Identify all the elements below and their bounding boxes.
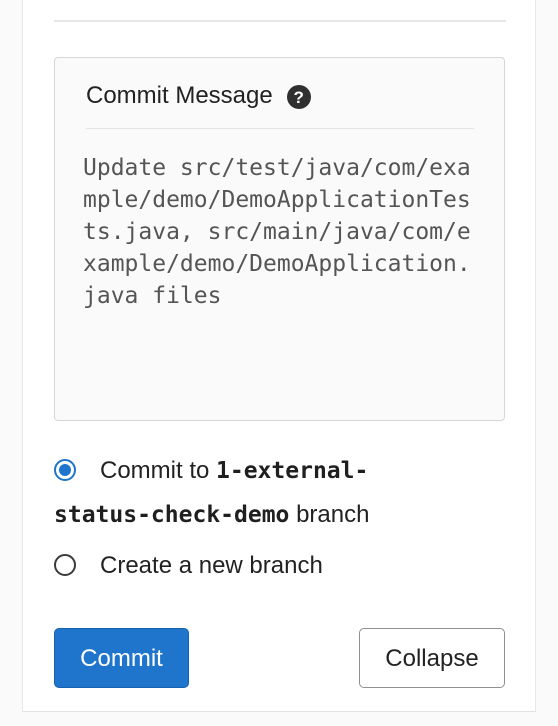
commit-message-box[interactable]: Commit Message ? (54, 57, 505, 421)
commit-panel: Commit Message ? Commit to 1-external- s… (22, 0, 536, 712)
branch-name-part-2: status-check-demo (54, 502, 290, 528)
create-new-branch-label: Create a new branch (100, 552, 323, 579)
commit-to-branch-radio[interactable] (54, 459, 76, 481)
commit-to-branch-label: Commit to 1-external- status-check-demo … (54, 449, 499, 537)
commit-to-prefix: Commit to (100, 457, 217, 484)
commit-message-input[interactable] (83, 152, 481, 376)
branch-suffix: branch (289, 501, 370, 528)
commit-to-branch-second-line: status-check-demo branch (54, 493, 499, 537)
top-divider (54, 20, 506, 22)
commit-to-branch-option[interactable]: Commit to 1-external- status-check-demo … (54, 449, 499, 537)
commit-message-header: Commit Message ? (86, 82, 474, 129)
collapse-button[interactable]: Collapse (359, 628, 505, 688)
commit-to-branch-first-line: Commit to 1-external- (100, 449, 499, 493)
create-new-branch-option[interactable]: Create a new branch (54, 544, 499, 588)
commit-message-title: Commit Message (86, 82, 273, 109)
question-circle-icon[interactable]: ? (286, 85, 311, 109)
create-new-branch-radio[interactable] (54, 554, 76, 576)
branch-name-part-1: 1-external- (216, 458, 369, 484)
commit-button[interactable]: Commit (54, 628, 189, 688)
